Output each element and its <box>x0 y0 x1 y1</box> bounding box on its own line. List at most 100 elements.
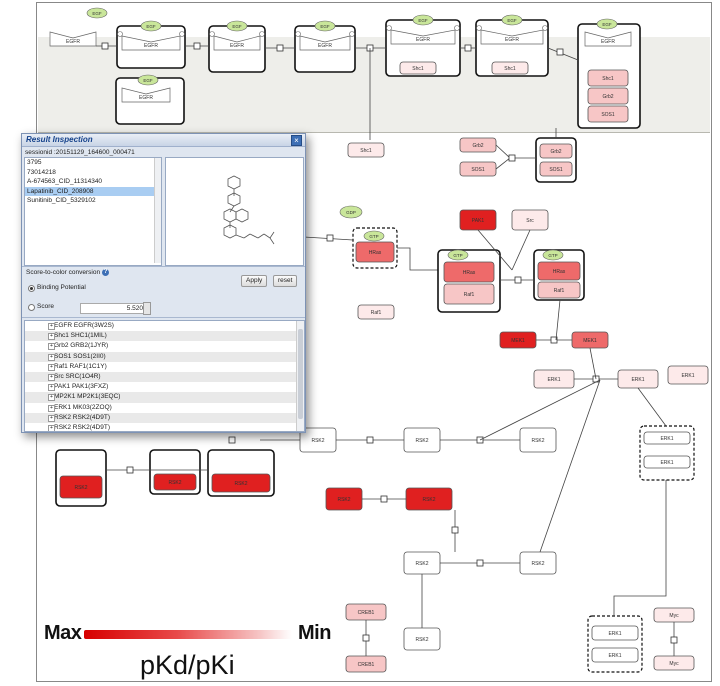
target-label: MP2K1 MP2K1(3EQC) <box>54 393 121 401</box>
ligand-list-item[interactable]: Lapatinib_CID_208908 <box>25 186 161 196</box>
egf-ligand[interactable] <box>226 20 248 32</box>
process-node[interactable] <box>228 436 236 444</box>
species-node[interactable] <box>591 647 639 663</box>
egf-ligand[interactable] <box>596 18 618 30</box>
gtp-label: GTP <box>548 253 557 258</box>
species-node[interactable] <box>587 87 629 105</box>
dialog-titlebar[interactable]: Result Inspection × <box>22 134 305 147</box>
process-node[interactable] <box>193 42 201 50</box>
target-tree-item[interactable]: +PAK1 PAK1(3FXZ) <box>25 382 304 392</box>
target-tree-item[interactable]: +RSK2 RSK2(4D9T) <box>25 423 304 431</box>
ligand-list-item[interactable]: 3795 <box>27 159 42 166</box>
gtp-ligand[interactable] <box>542 249 564 261</box>
species-node[interactable] <box>355 241 395 263</box>
species-node[interactable] <box>539 143 573 159</box>
gtp-ligand[interactable] <box>363 230 385 242</box>
species-node[interactable] <box>443 261 495 283</box>
target-tree-item[interactable]: +EGFR EGFR(3W2S) <box>25 321 304 331</box>
ligand-list-item[interactable]: Sunitinib_CID_5329102 <box>27 197 96 204</box>
species-node[interactable] <box>357 304 395 320</box>
apply-button[interactable]: Apply <box>241 275 268 287</box>
species-node[interactable] <box>587 105 629 123</box>
species-node[interactable] <box>537 261 581 281</box>
species-node[interactable] <box>347 142 385 158</box>
process-node[interactable] <box>276 44 284 52</box>
complex-node[interactable] <box>587 615 643 673</box>
species-node[interactable] <box>591 625 639 641</box>
target-tree-item[interactable]: +Shc1 SHC1(1MIL) <box>25 331 304 342</box>
process-node[interactable] <box>101 42 109 50</box>
expand-icon[interactable]: + <box>48 363 55 371</box>
process-node[interactable] <box>366 436 374 444</box>
expand-icon[interactable]: + <box>48 353 55 361</box>
help-icon[interactable]: ? <box>102 269 110 276</box>
egf-ligand[interactable] <box>137 74 159 86</box>
expand-icon[interactable]: + <box>48 333 55 341</box>
ligand-list-scrollbar[interactable] <box>154 158 161 263</box>
species-node[interactable] <box>667 365 709 385</box>
process-node[interactable] <box>126 466 134 474</box>
target-tree-item[interactable]: +Src SRC(1O4R) <box>25 371 304 383</box>
score-radio[interactable] <box>28 304 35 311</box>
binding-potential-radio[interactable] <box>28 285 35 292</box>
receptor-label: EGFR <box>66 39 80 45</box>
process-node[interactable] <box>362 634 370 642</box>
species-node[interactable] <box>491 61 529 75</box>
species-node[interactable] <box>443 283 495 305</box>
expand-icon[interactable]: + <box>48 373 55 381</box>
expand-icon[interactable]: + <box>48 343 55 351</box>
egf-ligand[interactable] <box>140 20 162 32</box>
result-inspection-dialog[interactable]: Result Inspection × sessionid :20151129_… <box>21 133 306 433</box>
process-node[interactable] <box>550 336 558 344</box>
species-node[interactable] <box>211 473 271 493</box>
egf-ligand[interactable] <box>501 14 523 26</box>
process-node[interactable] <box>476 559 484 567</box>
gdp-ligand[interactable] <box>339 205 363 219</box>
target-tree-item[interactable]: +SOS1 SOS1(2II0) <box>25 351 304 362</box>
target-label: SOS1 SOS1(2II0) <box>54 352 106 360</box>
target-tree[interactable]: +EGFR EGFR(3W2S)+Shc1 SHC1(1MIL)+Grb2 GR… <box>24 320 305 432</box>
process-node[interactable] <box>464 44 472 52</box>
process-node[interactable] <box>670 636 678 644</box>
expand-icon[interactable]: + <box>48 424 55 431</box>
species-node[interactable] <box>643 455 691 469</box>
score-input[interactable]: 5.520 <box>80 303 146 314</box>
target-tree-item[interactable]: +Raf1 RAF1(1C1Y) <box>25 362 304 372</box>
expand-icon[interactable]: + <box>48 384 55 392</box>
process-node[interactable] <box>380 495 388 503</box>
process-node[interactable] <box>326 234 334 242</box>
target-tree-item[interactable]: +Grb2 GRB2(1JYR) <box>25 341 304 351</box>
expand-icon[interactable]: + <box>48 414 55 422</box>
reset-button[interactable]: reset <box>273 275 298 287</box>
scrollbar-thumb[interactable] <box>298 329 303 419</box>
species-node[interactable] <box>539 161 573 177</box>
species-node[interactable] <box>537 281 581 299</box>
expand-icon[interactable]: + <box>48 404 55 412</box>
process-node[interactable] <box>514 276 522 284</box>
ligand-list-item[interactable]: A-674563_CID_11314340 <box>27 178 103 185</box>
target-tree-item[interactable]: +ERK1 MK03(2ZOQ) <box>25 403 304 413</box>
expand-icon[interactable]: + <box>48 394 55 402</box>
target-tree-item[interactable]: +MP2K1 MP2K1(3EQC) <box>25 392 304 403</box>
process-node[interactable] <box>508 154 516 162</box>
egf-ligand[interactable] <box>412 14 434 26</box>
species-node[interactable] <box>399 61 437 75</box>
species-node[interactable] <box>587 69 629 87</box>
gtp-ligand[interactable] <box>447 249 469 261</box>
process-node[interactable] <box>556 48 564 56</box>
species-node[interactable] <box>59 475 103 499</box>
score-spinner[interactable] <box>143 302 151 315</box>
target-tree-scrollbar[interactable] <box>296 321 304 431</box>
egf-ligand[interactable] <box>314 20 336 32</box>
target-tree-item[interactable]: +RSK2 RSK2(4D9T) <box>25 412 304 423</box>
ligand-list-item[interactable]: 73014218 <box>27 168 56 176</box>
species-node[interactable] <box>153 473 197 491</box>
species-node[interactable] <box>643 431 691 445</box>
close-icon[interactable]: × <box>291 135 302 146</box>
egf-ligand[interactable] <box>86 7 108 19</box>
process-node[interactable] <box>451 526 459 534</box>
expand-icon[interactable]: + <box>48 323 55 330</box>
